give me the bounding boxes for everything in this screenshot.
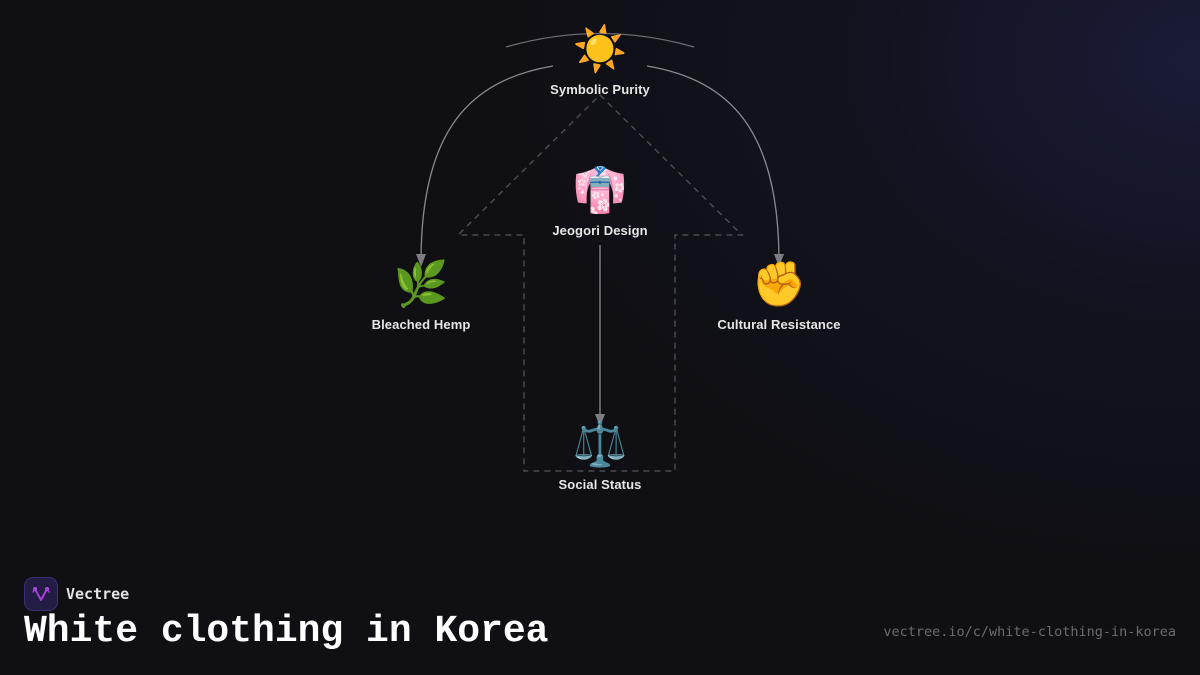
node-symbolic-purity[interactable]: ☀️ Symbolic Purity — [500, 24, 700, 97]
brand[interactable]: Vectree — [24, 577, 129, 611]
node-label: Cultural Resistance — [717, 317, 841, 332]
node-label: Social Status — [558, 477, 642, 492]
dashed-arrow-outline — [456, 93, 744, 472]
vectree-logo-icon — [24, 577, 58, 611]
node-jeogori-design[interactable]: 👘 Jeogori Design — [500, 165, 700, 238]
sun-icon: ☀️ — [572, 25, 628, 74]
arrowhead-resistance — [774, 254, 784, 267]
herb-icon: 🌿 — [393, 260, 449, 309]
balance-scale-icon: ⚖️ — [572, 420, 628, 469]
kimono-icon: 👘 — [572, 166, 628, 215]
edge-purity-to-resistance — [646, 65, 780, 263]
node-label: Jeogori Design — [552, 223, 648, 238]
node-label: Bleached Hemp — [371, 317, 471, 332]
brand-name: Vectree — [66, 585, 130, 603]
decorative-arc — [505, 32, 695, 48]
page-title: White clothing in Korea — [24, 610, 549, 653]
raised-fist-icon: ✊ — [751, 260, 807, 309]
node-label: Symbolic Purity — [550, 82, 650, 97]
page-url[interactable]: vectree.io/c/white-clothing-in-korea — [883, 624, 1176, 640]
edge-purity-to-hemp — [420, 65, 554, 263]
node-cultural-resistance[interactable]: ✊ Cultural Resistance — [679, 259, 879, 332]
arrowhead-status — [595, 414, 605, 427]
arrowhead-hemp — [416, 254, 426, 267]
node-social-status[interactable]: ⚖️ Social Status — [500, 419, 700, 492]
node-bleached-hemp[interactable]: 🌿 Bleached Hemp — [321, 259, 521, 332]
